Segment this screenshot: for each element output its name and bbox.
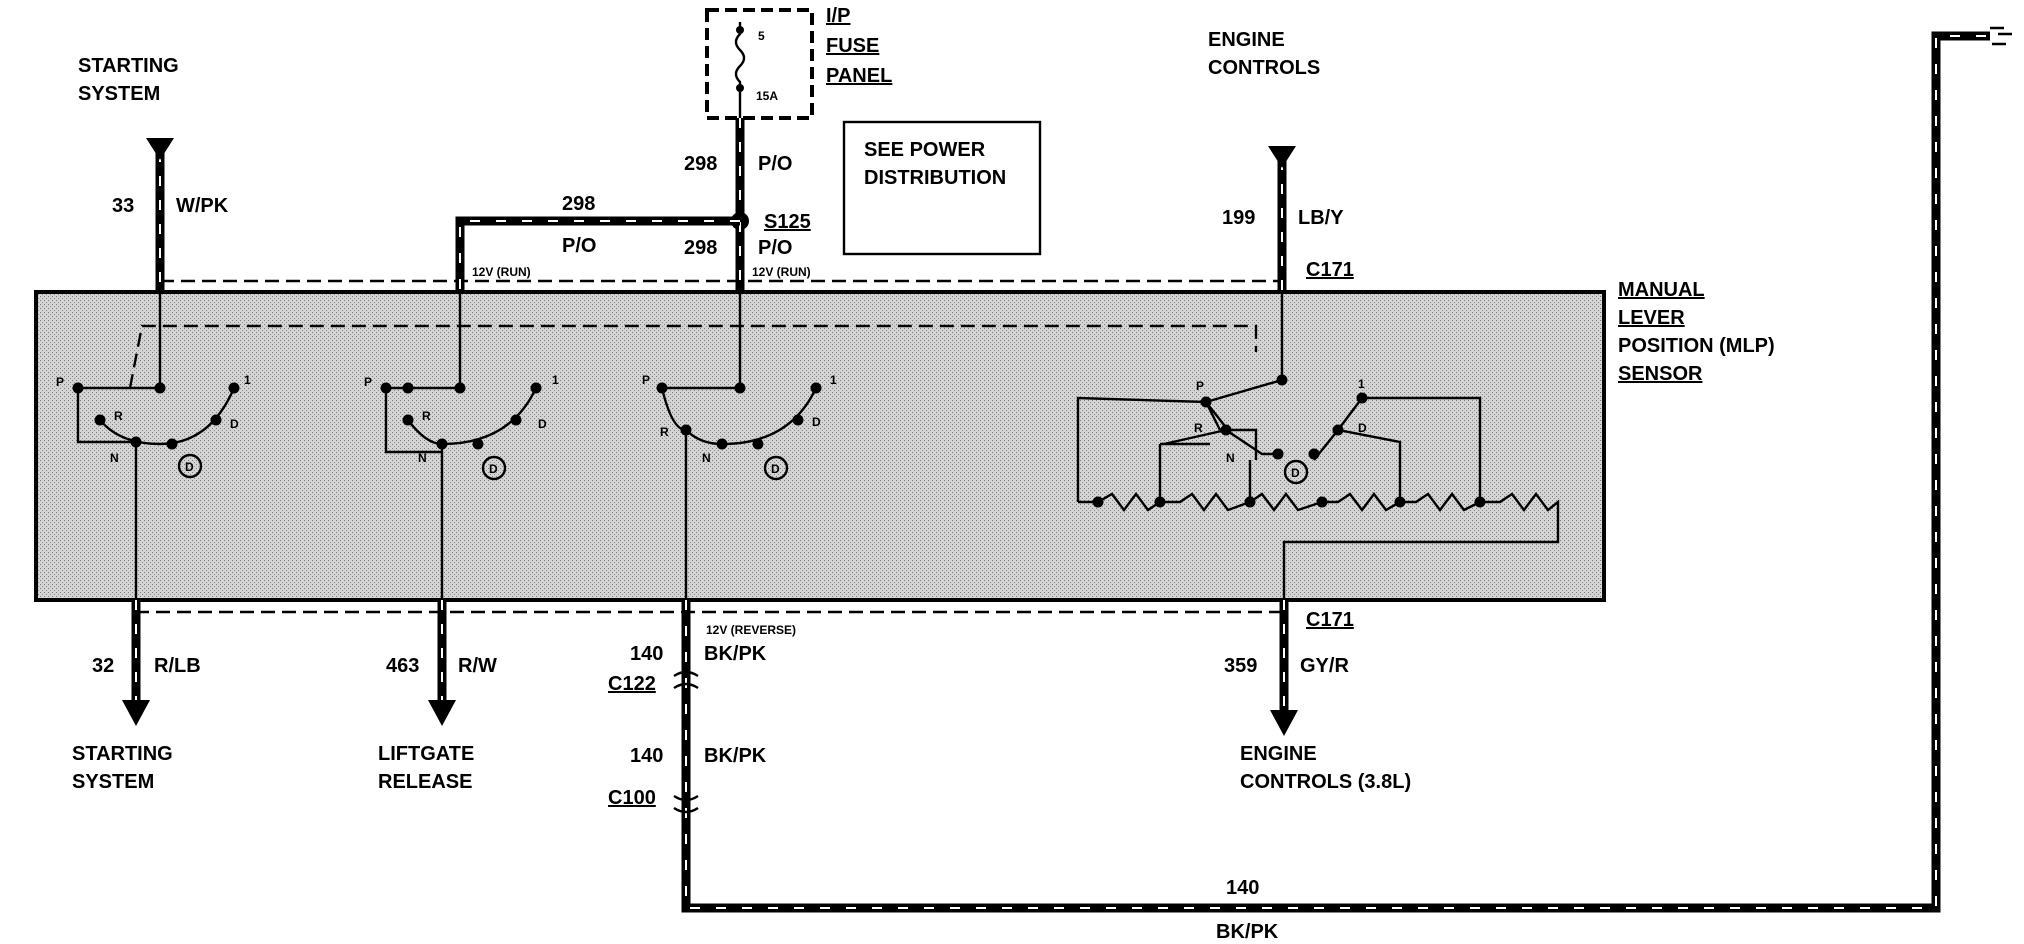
switch-starting xyxy=(72,292,240,600)
sw2-n: N xyxy=(418,451,427,465)
sw2-r: R xyxy=(422,409,431,423)
c298-left-number: 298 xyxy=(562,193,595,215)
c140b-number: 140 xyxy=(630,745,663,767)
engine-controls-top-arrow xyxy=(1268,146,1296,168)
mlp-label-4: SENSOR xyxy=(1618,363,1703,385)
c140a-number: 140 xyxy=(630,643,663,665)
fuse-panel-box xyxy=(705,8,814,120)
c140a-color: BK/PK xyxy=(704,643,767,665)
sw4-n: N xyxy=(1226,451,1235,465)
c100-label: C100 xyxy=(608,787,656,809)
engine-controls-bottom-arrow xyxy=(1270,710,1298,736)
c199-number: 199 xyxy=(1222,207,1255,229)
c298-fuse-number: 298 xyxy=(684,153,717,175)
wire-140-end-break-icon xyxy=(1990,26,2012,46)
c359-number: 359 xyxy=(1224,655,1257,677)
sw3-p: P xyxy=(642,373,650,387)
sw2-p: P xyxy=(364,375,372,389)
fuse-panel-label-1: I/P xyxy=(826,5,850,27)
c359-color: GY/R xyxy=(1300,655,1349,677)
liftgate-label-1: LIFTGATE xyxy=(378,743,474,765)
sw1-r: R xyxy=(114,409,123,423)
c140c-color: BK/PK xyxy=(1216,921,1279,943)
sw4-dc: D xyxy=(1291,466,1300,480)
sw3-d: D xyxy=(812,415,821,429)
c463-color: R/W xyxy=(458,655,497,677)
sw1-1: 1 xyxy=(244,373,251,387)
sw1-dc: D xyxy=(185,460,194,474)
sw2-d: D xyxy=(538,417,547,431)
sw1-p: P xyxy=(56,375,64,389)
starting-system-top-label-2: SYSTEM xyxy=(78,83,160,105)
c298-fuse-color: P/O xyxy=(758,153,792,175)
c171-bottom-label: C171 xyxy=(1306,609,1354,631)
s125-label: S125 xyxy=(764,211,811,233)
fuse-panel-label-2: FUSE xyxy=(826,35,879,57)
sw2-1: 1 xyxy=(552,373,559,387)
engine-controls-top-label-2: CONTROLS xyxy=(1208,57,1320,79)
see-power-box xyxy=(842,120,1042,256)
fuse-15a-label: 15A xyxy=(756,89,778,103)
c298-splice-color: P/O xyxy=(758,237,792,259)
mlp-label-1: MANUAL xyxy=(1618,279,1705,301)
starting-system-top-arrow xyxy=(146,138,174,160)
sw1-n: N xyxy=(110,451,119,465)
c140b-color: BK/PK xyxy=(704,745,767,767)
sw1-d: D xyxy=(230,417,239,431)
run-note-right: 12V (RUN) xyxy=(752,265,811,279)
fuse-5-label: 5 xyxy=(758,29,765,43)
engine-controls-top-label-1: ENGINE xyxy=(1208,29,1285,51)
mechanical-link-dashed-shadow xyxy=(128,324,1258,389)
sw3-n: N xyxy=(702,451,711,465)
starting-system-bottom-label-1: STARTING xyxy=(72,743,173,765)
wire-140 xyxy=(681,31,1990,913)
switch-liftgate xyxy=(380,292,542,600)
starting-system-bottom-label-2: SYSTEM xyxy=(72,771,154,793)
c463-number: 463 xyxy=(386,655,419,677)
wire-298-left xyxy=(455,216,740,292)
liftgate-label-2: RELEASE xyxy=(378,771,472,793)
c33-color: W/PK xyxy=(176,195,229,217)
c100-connector-icon xyxy=(673,794,699,814)
c33-number: 33 xyxy=(112,195,134,217)
fuse-panel-label-3: PANEL xyxy=(826,65,892,87)
c298-left-color: P/O xyxy=(562,235,596,257)
liftgate-release-arrow xyxy=(428,700,456,726)
sw3-1: 1 xyxy=(830,373,837,387)
c32-color: R/LB xyxy=(154,655,201,677)
sw2-dc: D xyxy=(489,462,498,476)
switch-reverse xyxy=(656,292,822,600)
run-note-left: 12V (RUN) xyxy=(472,265,531,279)
switch-engine-resistor-network xyxy=(1076,292,1560,600)
sw4-p: P xyxy=(1196,379,1204,393)
sw3-r: R xyxy=(660,425,669,439)
mlp-sensor-body xyxy=(34,290,1606,602)
engine-controls-bottom-label-1: ENGINE xyxy=(1240,743,1317,765)
mlp-label-3: POSITION (MLP) xyxy=(1618,335,1775,357)
c122-label: C122 xyxy=(608,673,656,695)
sw4-r: R xyxy=(1194,421,1203,435)
see-power-label-2: DISTRIBUTION xyxy=(864,167,1006,189)
starting-system-top-label-1: STARTING xyxy=(78,55,179,77)
starting-system-bottom-arrow xyxy=(122,700,150,726)
sw4-d: D xyxy=(1358,421,1367,435)
c122-connector-icon xyxy=(673,670,699,690)
c32-number: 32 xyxy=(92,655,114,677)
c199-color: LB/Y xyxy=(1298,207,1344,229)
see-power-label-1: SEE POWER xyxy=(864,139,986,161)
sw4-1: 1 xyxy=(1358,377,1365,391)
c298-splice-number: 298 xyxy=(684,237,717,259)
sw3-dc: D xyxy=(771,462,780,476)
engine-controls-bottom-label-2: CONTROLS (3.8L) xyxy=(1240,771,1411,793)
c171-top-label: C171 xyxy=(1306,259,1354,281)
c140c-number: 140 xyxy=(1226,877,1259,899)
mlp-label-2: LEVER xyxy=(1618,307,1685,329)
reverse-note: 12V (REVERSE) xyxy=(706,623,796,637)
fuse-element-icon xyxy=(734,22,746,118)
